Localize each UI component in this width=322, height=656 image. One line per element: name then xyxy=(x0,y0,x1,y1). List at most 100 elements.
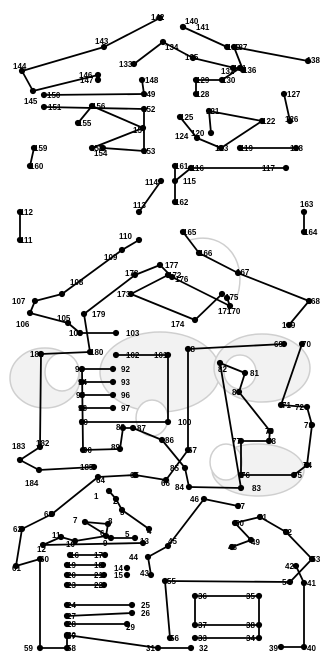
dot-18 xyxy=(99,561,107,569)
dot-97 xyxy=(109,404,117,412)
dot-number-label: 180 xyxy=(90,348,104,357)
dot-number-label: 156 xyxy=(92,102,106,111)
dot-7 xyxy=(81,518,89,526)
dot-number-label: 155 xyxy=(78,119,92,128)
dot-number-label: 174 xyxy=(171,320,185,329)
dot-number-label: 42 xyxy=(285,562,294,571)
connector-79-80 xyxy=(238,391,271,432)
dot-number-label: 96 xyxy=(121,391,130,400)
dot-62 xyxy=(18,525,26,533)
dot-number-label: 44 xyxy=(129,553,138,562)
connector-122-123 xyxy=(220,120,263,149)
dot-121 xyxy=(205,107,213,115)
connector-68-69 xyxy=(187,343,285,350)
dot-143 xyxy=(100,43,108,51)
dot-number-label: 116 xyxy=(191,164,204,173)
dot-98 xyxy=(78,404,86,412)
connector-81-82 xyxy=(219,362,246,374)
connector-109-110 xyxy=(121,239,140,251)
dot-number-label: 183 xyxy=(12,442,26,451)
dot-number-label: 131 xyxy=(233,64,247,73)
dot-106 xyxy=(26,309,34,317)
dot-number-label: 79 xyxy=(265,427,274,436)
dot-number-label: 2 xyxy=(113,497,118,506)
dot-79 xyxy=(266,427,274,435)
dot-number-label: 137 xyxy=(234,43,248,52)
guide-face-left xyxy=(44,352,80,392)
dot-number-label: 75 xyxy=(293,471,302,480)
dot-77 xyxy=(237,437,245,445)
dot-number-label: 47 xyxy=(236,502,245,511)
dot-number-label: 21 xyxy=(94,571,103,580)
connector-153-154 xyxy=(102,147,145,152)
dot-151 xyxy=(40,103,48,111)
dot-number-label: 52 xyxy=(283,528,292,537)
connector-3-4 xyxy=(121,509,150,530)
connector-139-140 xyxy=(182,26,228,48)
dot-134 xyxy=(159,38,167,46)
dot-number-label: 169 xyxy=(282,321,296,330)
dot-12 xyxy=(39,541,47,549)
connector-9-10 xyxy=(74,535,107,542)
dot-number-label: 12 xyxy=(37,545,46,554)
connector-82-83 xyxy=(219,362,242,489)
dot-130 xyxy=(218,76,226,84)
dot-99 xyxy=(78,418,86,426)
connector-144-145 xyxy=(21,70,34,92)
dot-number-label: 70 xyxy=(302,340,311,349)
dot-35 xyxy=(255,592,263,600)
dot-number-label: 61 xyxy=(12,564,21,573)
connector-85-86 xyxy=(161,439,186,469)
dot-174 xyxy=(191,316,199,324)
dot-number-label: 93 xyxy=(121,378,130,387)
dot-number-label: 136 xyxy=(243,66,257,75)
connector-66-67 xyxy=(165,449,189,481)
dot-number-label: 138 xyxy=(307,56,321,65)
dot-number-label: 3 xyxy=(120,508,125,517)
connector-105-106 xyxy=(29,312,69,324)
dot-135 xyxy=(189,54,197,62)
dot-48 xyxy=(228,543,236,551)
dot-171 xyxy=(226,302,234,310)
connector-72-73 xyxy=(306,406,313,426)
dot-53 xyxy=(308,555,316,563)
dot-number-label: 110 xyxy=(119,232,132,241)
connector-41-42 xyxy=(295,565,305,584)
dot-67 xyxy=(184,446,192,454)
dot-168 xyxy=(305,297,313,305)
dot-4 xyxy=(145,525,153,533)
dot-number-label: 160 xyxy=(30,162,44,171)
dot-number-label: 48 xyxy=(228,543,237,552)
dot-50 xyxy=(231,519,239,527)
dot-15 xyxy=(123,571,131,579)
dot-number-label: 38 xyxy=(246,621,255,630)
dot-number-label: 157 xyxy=(133,126,147,135)
dot-93 xyxy=(109,378,117,386)
connector-52-53 xyxy=(285,531,313,560)
dot-number-label: 25 xyxy=(141,601,150,610)
guide-cloud-center xyxy=(99,331,221,413)
dot-number-label: 141 xyxy=(196,23,210,32)
dot-152 xyxy=(140,105,148,113)
dot-number-label: 135 xyxy=(185,53,199,62)
dot-72 xyxy=(303,403,311,411)
dot-number-label: 39 xyxy=(269,644,278,653)
dot-78 xyxy=(265,437,273,445)
dot-number-label: 71 xyxy=(282,401,291,410)
dot-122 xyxy=(258,117,266,125)
dot-number-label: 11 xyxy=(52,531,61,540)
guide-face-lower xyxy=(209,443,243,481)
connector-178-179 xyxy=(83,274,136,315)
dot-number-label: 17 xyxy=(94,551,103,560)
dot-number-label: 34 xyxy=(246,634,255,643)
dot-6 xyxy=(107,534,115,542)
connector-26-27 xyxy=(66,612,133,617)
dot-86 xyxy=(158,436,166,444)
dot-14 xyxy=(123,564,131,572)
dot-170 xyxy=(223,294,231,302)
dot-126 xyxy=(286,117,294,125)
dot-46 xyxy=(200,495,208,503)
dot-61 xyxy=(12,562,20,570)
dot-43 xyxy=(147,571,155,579)
dot-80 xyxy=(235,388,243,396)
